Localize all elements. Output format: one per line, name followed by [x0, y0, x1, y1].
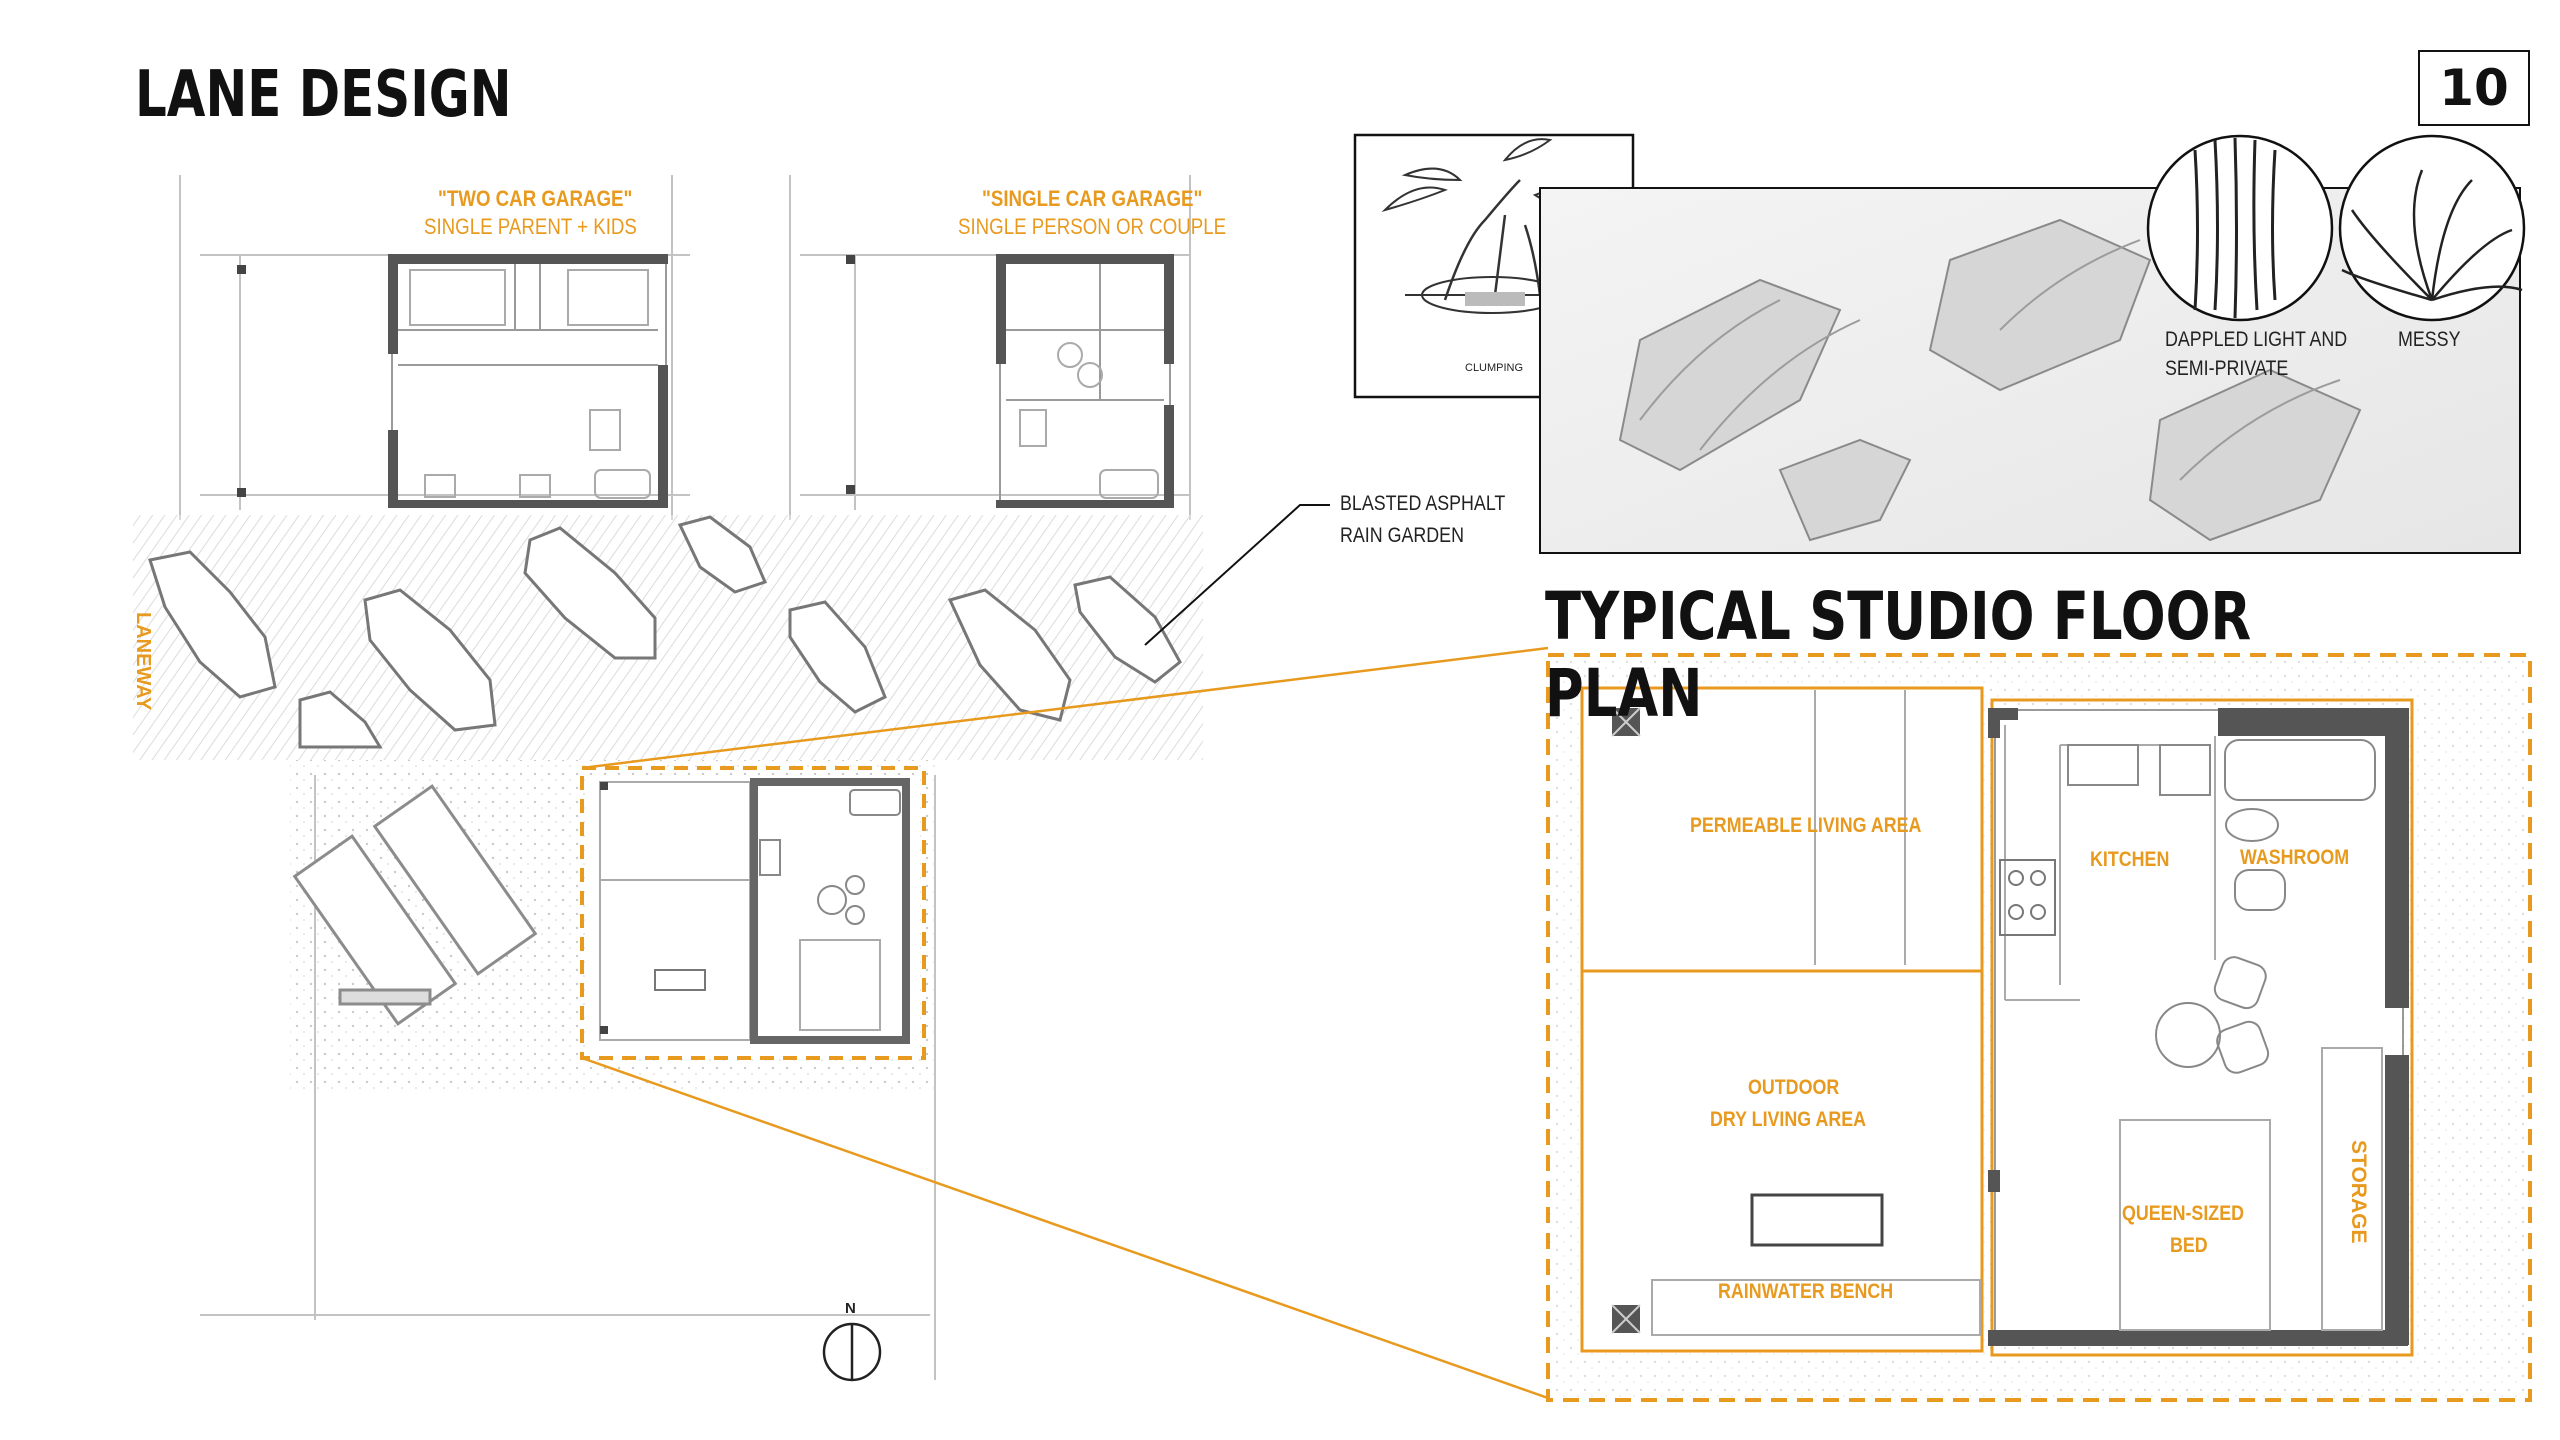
laneway-rain-garden — [133, 515, 1203, 760]
page-number: 10 — [2418, 50, 2530, 126]
zoom-line-bottom — [581, 1056, 1549, 1400]
dappled-light-label-line2: SEMI-PRIVATE — [2165, 357, 2289, 380]
outdoor-area-label-line2: DRY LIVING AREA — [1710, 1108, 1867, 1131]
studio-site-plan — [590, 775, 920, 1055]
bed-label-line1: QUEEN-SIZED — [2122, 1202, 2244, 1225]
studio-floor-plan — [1550, 655, 2530, 1400]
washroom-label: WASHROOM — [2240, 846, 2350, 869]
two-car-garage-plan — [388, 254, 668, 508]
two-car-garage-occupants: SINGLE PARENT + KIDS — [424, 214, 637, 239]
laneway-label: LANEWAY — [132, 612, 154, 711]
north-label: N — [845, 1300, 856, 1317]
floor-plan-highlight-box — [1546, 653, 2532, 1402]
column-marker — [846, 485, 855, 494]
rain-garden-label-line1: BLASTED ASPHALT — [1340, 492, 1506, 515]
two-car-garage-label: "TWO CAR GARAGE" — [438, 186, 633, 211]
north-arrow — [822, 1322, 882, 1382]
rain-garden-label-line2: RAIN GARDEN — [1340, 524, 1464, 547]
single-car-garage-occupants: SINGLE PERSON OR COUPLE — [958, 214, 1227, 239]
zoom-line-top — [581, 646, 1549, 770]
storage-label: STORAGE — [2347, 1140, 2370, 1244]
column-marker — [846, 255, 855, 264]
messy-label: MESSY — [2398, 328, 2461, 351]
floor-plan-title: TYPICAL STUDIO FLOOR PLAN — [1545, 578, 2252, 732]
rainwater-bench-label: RAINWATER BENCH — [1718, 1280, 1894, 1303]
column-marker — [237, 265, 246, 274]
studio-highlight-box — [580, 766, 926, 1060]
kitchen-label: KITCHEN — [2090, 848, 2170, 871]
single-car-garage-label: "SINGLE CAR GARAGE" — [982, 186, 1203, 211]
permeable-living-area-label: PERMEABLE LIVING AREA — [1690, 814, 1922, 837]
single-car-garage-plan — [996, 254, 1174, 508]
clumping-caption: CLUMPING — [1465, 362, 1524, 374]
lounge-chairs — [292, 784, 538, 1026]
page-title: LANE DESIGN — [135, 58, 512, 132]
vignette-dappled-light — [2146, 134, 2334, 322]
dappled-light-label-line1: DAPPLED LIGHT AND — [2165, 328, 2348, 351]
rain-garden-leader — [1144, 504, 1330, 646]
outdoor-area-label-line1: OUTDOOR — [1748, 1076, 1840, 1099]
bed-label-line2: BED — [2170, 1234, 2208, 1257]
vignette-messy — [2338, 134, 2526, 322]
column-marker — [237, 488, 246, 497]
